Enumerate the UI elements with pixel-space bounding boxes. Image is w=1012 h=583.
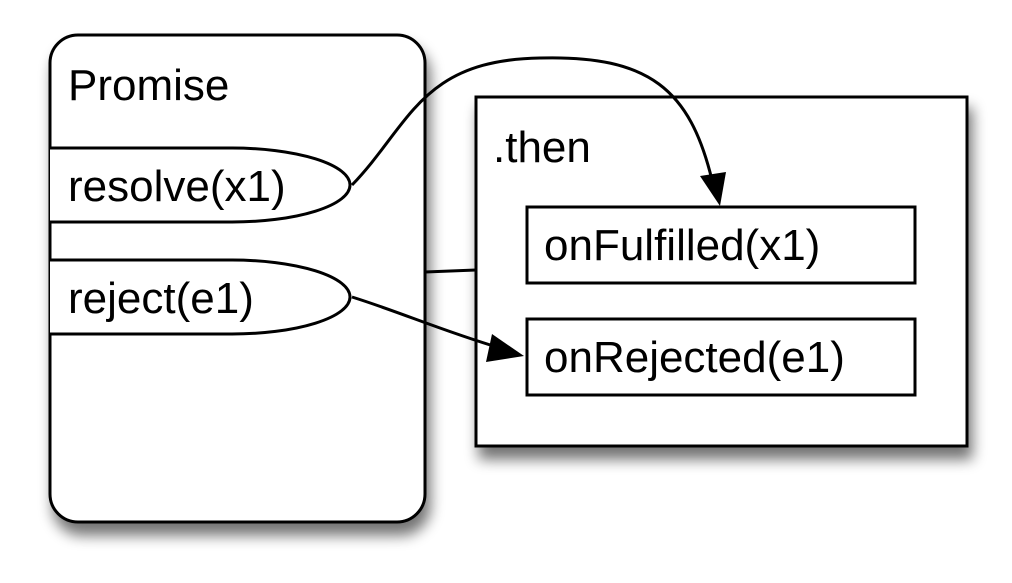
then-title: .then — [493, 123, 591, 172]
promise-then-connector — [424, 268, 477, 274]
resolve-to-fulfilled-arrow — [350, 56, 726, 206]
resolve-node: resolve(x1) — [50, 146, 352, 224]
reject-node: reject(e1) — [50, 258, 352, 336]
on-rejected-node: onRejected(e1) — [525, 317, 917, 397]
promise-title: Promise — [68, 61, 229, 110]
on-rejected-label: onRejected(e1) — [544, 333, 845, 382]
resolve-label: resolve(x1) — [68, 162, 286, 211]
on-fulfilled-node: onFulfilled(x1) — [525, 205, 917, 285]
reject-to-rejected-arrow — [351, 295, 524, 362]
reject-label: reject(e1) — [68, 274, 254, 323]
on-fulfilled-label: onFulfilled(x1) — [544, 221, 820, 270]
